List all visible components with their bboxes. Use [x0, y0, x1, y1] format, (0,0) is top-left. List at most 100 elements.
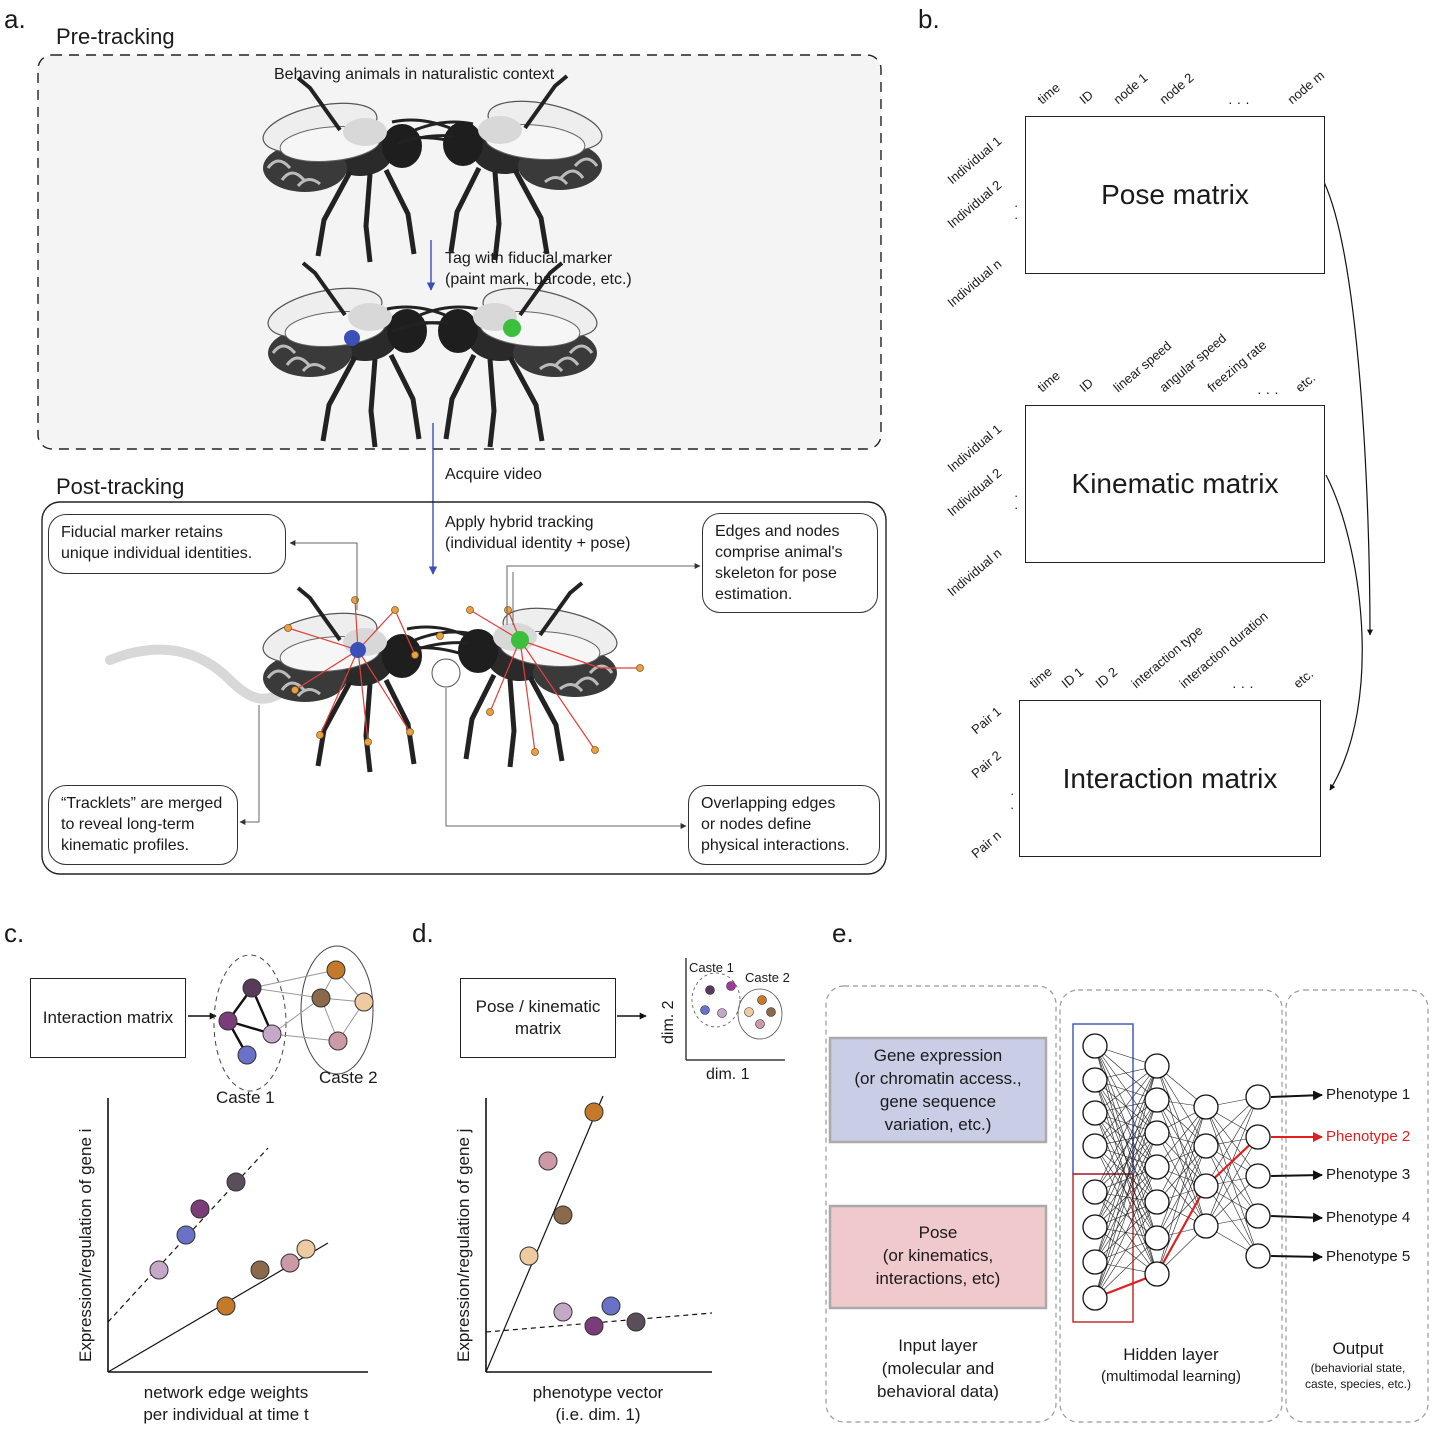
pose-input-line: Pose — [918, 1223, 958, 1242]
tag-caption-line: (paint mark, barcode, etc.) — [445, 271, 632, 288]
c-y-axis-label: Expression/regulation of gene i — [76, 1128, 95, 1362]
output-layer-line: (behaviorial state, — [1310, 1361, 1406, 1375]
gene-expression-line: gene sequence — [879, 1092, 997, 1111]
interaction-circle — [431, 658, 461, 688]
network-nodes — [1082, 1033, 1271, 1311]
network-node — [1193, 1133, 1219, 1159]
network-edge — [1156, 1145, 1207, 1239]
c-x-axis-label-line: per individual at time t — [143, 1405, 309, 1424]
d-point — [538, 1151, 558, 1171]
pose-input-box — [828, 1204, 1048, 1310]
network-edge — [1205, 1096, 1259, 1187]
c-interaction-matrix-box: Interaction matrix — [30, 978, 186, 1058]
pose-row-dot: · — [1014, 198, 1019, 213]
interaction-col-ellipsis: · · · — [1232, 678, 1254, 694]
network-edge — [1156, 1145, 1207, 1275]
c-caste1-label: Caste 1 — [216, 1088, 275, 1107]
d-x-axis-label: phenotype vector (i.e. dim. 1) — [486, 1382, 710, 1426]
network-edge — [1094, 1237, 1158, 1299]
overlap-callout-line: Overlapping edges — [701, 795, 836, 812]
tracked-blue-marker — [350, 642, 366, 658]
network-edge — [1156, 1106, 1207, 1168]
interaction-row-dot: · — [1010, 786, 1015, 801]
network-edge — [1094, 1112, 1158, 1239]
pose-matrix: Pose matrix — [1025, 116, 1325, 274]
d-caste2-ellipse — [737, 988, 783, 1040]
d-point — [601, 1296, 621, 1316]
network-edge — [1094, 1166, 1158, 1299]
network-edge — [1094, 1079, 1158, 1168]
c-point — [216, 1296, 236, 1316]
c-x-axis-label-line: network edge weights — [143, 1383, 309, 1402]
gene-expression-box — [828, 1036, 1048, 1144]
network-node — [1245, 1203, 1271, 1229]
d-pose-kinematic-box: Pose / kinematic matrix — [460, 978, 616, 1058]
network-edge — [1156, 1132, 1207, 1227]
output-layer-line: caste, species, etc.) — [1304, 1377, 1412, 1391]
network-node — [1144, 1225, 1170, 1251]
network-edge — [1094, 1132, 1158, 1228]
network-node — [1193, 1094, 1219, 1120]
tracklet-trail — [105, 644, 290, 704]
input-layer-line: behavioral data) — [877, 1382, 999, 1401]
d-caste2-label: Caste 2 — [745, 970, 790, 985]
apply-caption: Apply hybrid tracking (individual identi… — [445, 512, 630, 554]
c-x-axis-label: network edge weights per individual at t… — [116, 1382, 336, 1426]
fiducial-callout-line: unique individual identities. — [61, 545, 253, 562]
pose-input-text: Pose (or kinematics, interactions, etc) — [830, 1221, 1046, 1290]
d-mini-points — [700, 981, 776, 1029]
fiducial-callout: Fiducial marker retains unique individua… — [48, 514, 286, 574]
fiducial-callout-line: Fiducial marker retains — [61, 524, 223, 541]
d-box-line: Pose / kinematic — [475, 997, 601, 1016]
tracklets-callout: “Tracklets” are merged to reveal long-te… — [48, 785, 238, 865]
network-edge — [1094, 1065, 1158, 1114]
d-axes — [485, 1098, 712, 1373]
c-point — [190, 1199, 210, 1219]
network-node — [1144, 1053, 1170, 1079]
panel-letter-a: a. — [4, 4, 26, 34]
network-edge — [1094, 1065, 1158, 1147]
network-node — [1144, 1189, 1170, 1215]
network-edge — [1094, 1132, 1158, 1193]
pre-tracking-box — [37, 54, 882, 450]
tracklets-callout-line: kinematic profiles. — [61, 837, 190, 854]
kinematic-matrix: Kinematic matrix — [1025, 405, 1325, 563]
network-edge — [1094, 1145, 1158, 1203]
gene-expression-line: Gene expression — [873, 1046, 1003, 1065]
network-edge — [1156, 1099, 1207, 1227]
panel-letter-b: b. — [918, 4, 940, 34]
network-node — [1245, 1243, 1271, 1269]
d-caste1-label: Caste 1 — [689, 960, 734, 975]
c-axes — [107, 1098, 368, 1373]
network-edge — [1156, 1099, 1207, 1187]
d-x-axis-label-line: (i.e. dim. 1) — [555, 1405, 641, 1424]
pose-group-outline — [1072, 1173, 1134, 1323]
network-node — [1082, 1179, 1108, 1205]
d-box-line: matrix — [514, 1019, 562, 1038]
network-node — [1082, 1100, 1108, 1126]
pose-to-interaction-arrow — [1323, 181, 1373, 636]
overlap-callout: Overlapping edges or nodes define physic… — [688, 785, 880, 865]
edges-callout-line: comprise animal's — [715, 544, 843, 561]
apply-caption-line: (individual identity + pose) — [445, 535, 631, 552]
skeleton-nodes — [284, 596, 644, 756]
network-edge — [1094, 1065, 1158, 1193]
network-edge — [1094, 1079, 1158, 1203]
edges-callout-line: skeleton for pose — [715, 565, 837, 582]
c-point — [250, 1260, 270, 1280]
output-layer-line: Output — [1332, 1339, 1384, 1358]
network-edge — [1156, 1166, 1207, 1227]
network-node — [1245, 1084, 1271, 1110]
network-node — [1144, 1087, 1170, 1113]
output-arrows — [1270, 1090, 1323, 1262]
network-edge — [1094, 1132, 1158, 1263]
tag-caption-line: Tag with fiducial marker — [445, 250, 613, 267]
pose-input-line: (or kinematics, — [882, 1246, 994, 1265]
d-point — [553, 1205, 573, 1225]
d-caste1-ellipse — [691, 972, 741, 1028]
c-point — [176, 1225, 196, 1245]
d-point — [553, 1302, 573, 1322]
network-node — [1082, 1214, 1108, 1240]
network-node — [1082, 1285, 1108, 1311]
